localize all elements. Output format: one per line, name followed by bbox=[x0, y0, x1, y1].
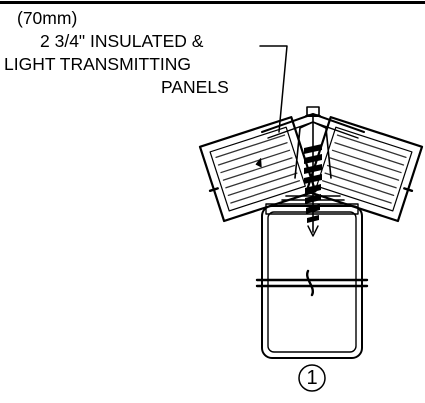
screw-fastener bbox=[304, 106, 322, 237]
callout-label-line-2: 2 3/4" INSULATED & bbox=[40, 31, 204, 51]
left-insulated-panel bbox=[198, 116, 317, 223]
callout-leader-line bbox=[259, 45, 288, 133]
callout-label-line-1: (70mm) bbox=[17, 8, 78, 28]
support-column bbox=[255, 203, 369, 359]
detail-marker-number: 1 bbox=[306, 367, 318, 389]
callout-label-line-4: PANELS bbox=[161, 77, 229, 97]
callout-label-line-3: LIGHT TRANSMITTING bbox=[4, 54, 192, 74]
right-insulated-panel bbox=[305, 116, 424, 223]
detail-marker-circle bbox=[298, 364, 326, 392]
